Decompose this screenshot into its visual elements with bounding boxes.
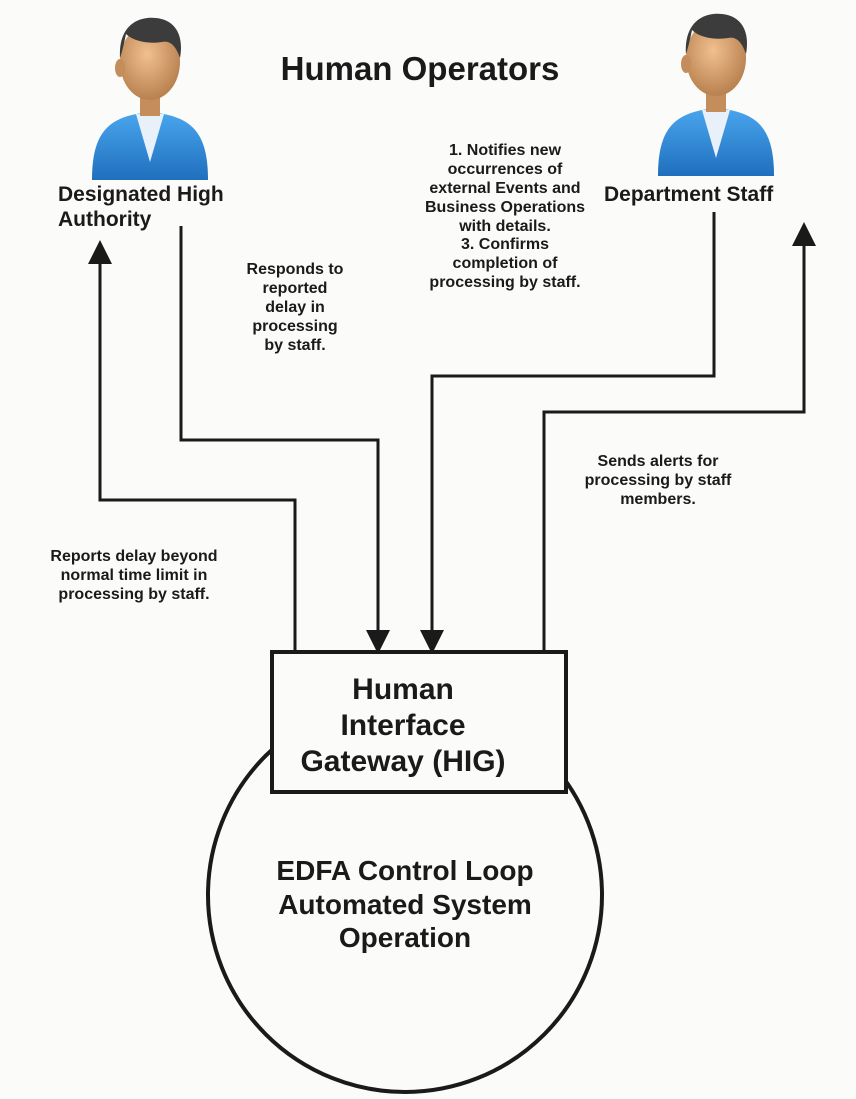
control-loop-label: EDFA Control Loop Automated System Opera… — [220, 854, 590, 955]
gateway-label-line: Gateway (HIG) — [300, 745, 506, 778]
control-loop-label-line: Automated System — [278, 888, 532, 920]
note-reports-delay: Reports delay beyond normal time limit i… — [0, 548, 268, 605]
note-line: 3. Confirms — [460, 236, 549, 254]
actor-label-department-staff: Department Staff — [604, 183, 856, 208]
note-sends-alerts: Sends alerts for processing by staff mem… — [538, 453, 778, 510]
note-line: occurrences of — [447, 160, 563, 178]
gateway-label-line: Human — [352, 673, 454, 706]
note-line: normal time limit in — [60, 566, 208, 584]
note-line: processing by staff — [584, 471, 732, 489]
note-line: completion of — [452, 255, 558, 273]
label-line: Designated High — [58, 183, 224, 206]
label-line: Department Staff — [604, 183, 774, 206]
actor-label-designated-high-authority: Designated High Authority — [58, 183, 308, 233]
diagram-title: Human Operators — [280, 50, 560, 87]
note-notifies: 1. Notifies new occurrences of external … — [380, 142, 630, 293]
control-loop-label-line: EDFA Control Loop — [276, 855, 534, 886]
gateway-label-line: Interface — [340, 709, 466, 742]
note-line: Reports delay beyond — [50, 548, 218, 565]
gateway-label: Human Interface Gateway (HIG) — [278, 672, 528, 780]
connector-sends-alerts — [542, 222, 816, 652]
connector-notifies — [420, 212, 716, 654]
control-loop-label-line: Operation — [338, 922, 472, 954]
note-responds: Responds to reported delay in processing… — [200, 261, 390, 355]
note-line: Responds to — [246, 261, 344, 278]
label-line: Authority — [58, 207, 152, 231]
gateway-box — [270, 650, 568, 794]
note-line: Business Operations — [424, 198, 586, 216]
connector-responds — [179, 226, 390, 654]
note-line: reported — [262, 279, 328, 297]
note-line: processing by staff. — [58, 585, 210, 603]
note-line: 1. Notifies new — [448, 142, 562, 159]
note-line: external Events and — [429, 179, 581, 197]
note-line: by staff. — [264, 336, 326, 354]
note-line: Sends alerts for — [597, 453, 719, 470]
person-icon — [658, 13, 774, 176]
note-line: delay in — [265, 298, 325, 316]
connector-reports-delay — [88, 240, 297, 652]
note-line: members. — [620, 490, 696, 508]
note-line: with details. — [459, 217, 551, 235]
person-icon — [92, 17, 208, 180]
note-line: processing — [252, 317, 338, 335]
note-line: processing by staff. — [429, 274, 581, 292]
